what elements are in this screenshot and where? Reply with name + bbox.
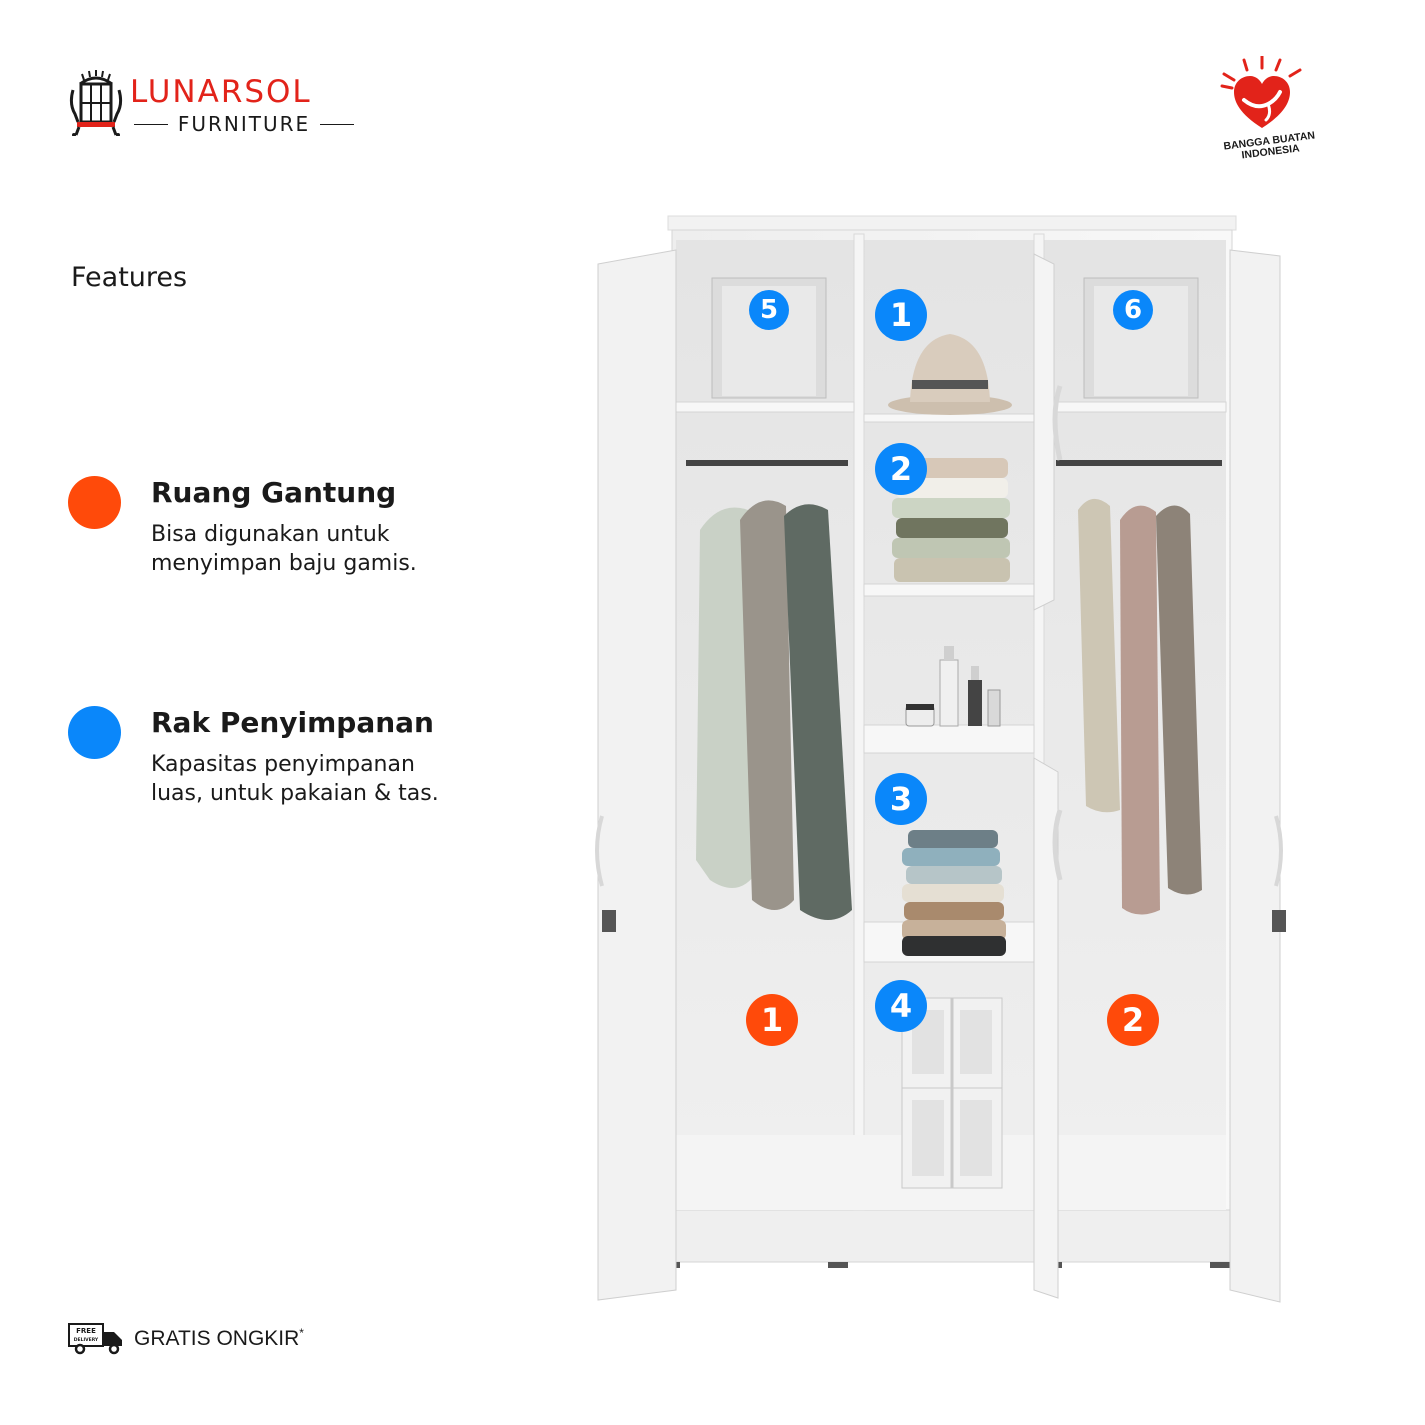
heart-hand-icon [1220, 56, 1302, 128]
bangga-buatan-indonesia-badge: BANGGA BUATAN INDONESIA [1210, 56, 1330, 168]
free-delivery-truck-icon: FREE DELIVERY [68, 1323, 122, 1355]
feature-title: Ruang Gantung [151, 476, 397, 509]
feature-description-line: Kapasitas penyimpanan [151, 752, 415, 777]
free-shipping-text: GRATIS ONGKIR [134, 1327, 300, 1350]
divider [320, 124, 354, 125]
wardrobe-illustration [595, 215, 1286, 1303]
storage-marker-1: 1 [875, 289, 927, 341]
divider [134, 124, 168, 125]
wardrobe-image: 1 2 3 4 5 6 1 2 [590, 210, 1290, 1310]
storage-marker-6: 6 [1113, 290, 1153, 330]
orange-dot-icon [68, 476, 121, 529]
storage-marker-5: 5 [749, 290, 789, 330]
svg-text:FREE: FREE [76, 1327, 96, 1335]
features-heading: Features [71, 262, 188, 293]
storage-marker-3: 3 [875, 773, 927, 825]
chair-logo-icon [69, 70, 123, 136]
feature-title: Rak Penyimpanan [151, 706, 434, 739]
feature-description-line: menyimpan baju gamis. [151, 551, 417, 576]
brand-logo: LUNARSOL FURNITURE [68, 68, 368, 140]
hanging-marker-1: 1 [746, 994, 798, 1046]
brand-subtitle: FURNITURE [177, 112, 311, 136]
feature-description: Kapasitas penyimpanan luas, untuk pakaia… [151, 750, 491, 808]
storage-marker-2: 2 [875, 443, 927, 495]
footnote-asterisk: * [299, 1326, 304, 1340]
feature-description: Bisa digunakan untuk menyimpan baju gami… [151, 520, 491, 578]
free-shipping-label: GRATIS ONGKIR* [134, 1326, 304, 1351]
storage-marker-4: 4 [875, 980, 927, 1032]
brand-name: LUNARSOL [130, 74, 312, 110]
feature-description-line: luas, untuk pakaian & tas. [151, 781, 439, 806]
feature-description-line: Bisa digunakan untuk [151, 522, 390, 547]
brand-subtitle-row: FURNITURE [134, 112, 354, 136]
blue-dot-icon [68, 706, 121, 759]
svg-text:DELIVERY: DELIVERY [74, 1337, 99, 1343]
hanging-marker-2: 2 [1107, 994, 1159, 1046]
